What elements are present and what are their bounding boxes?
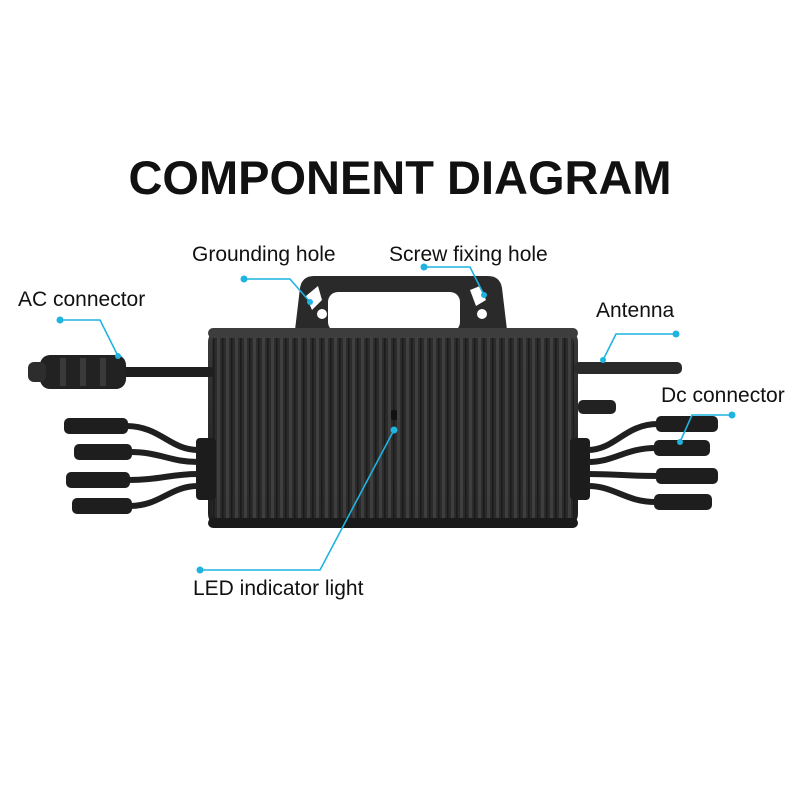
ac-connector-cable (28, 355, 215, 389)
mounting-bracket (295, 276, 507, 332)
right-dc-connectors (587, 416, 718, 510)
ac-connector-label: AC connector (18, 288, 146, 311)
dc-connector-label: Dc connector (661, 384, 785, 407)
ac-connector-callout (56, 316, 121, 359)
led-indicator-light-label: LED indicator light (193, 577, 364, 600)
led-callout (196, 426, 398, 574)
antenna-callout (600, 330, 680, 363)
dc-connector-callout (677, 411, 736, 445)
antenna-shape (574, 362, 682, 414)
left-dc-connectors (64, 418, 199, 514)
screw-fixing-hole-label: Screw fixing hole (389, 243, 548, 266)
grounding-hole-callout (240, 275, 313, 305)
grounding-hole-label: Grounding hole (192, 243, 336, 266)
antenna-label: Antenna (596, 299, 675, 322)
callout-lines (56, 263, 736, 574)
diagram-title: COMPONENT DIAGRAM (128, 151, 672, 204)
screw-hole-callout (420, 263, 487, 298)
led-shape (391, 410, 397, 420)
